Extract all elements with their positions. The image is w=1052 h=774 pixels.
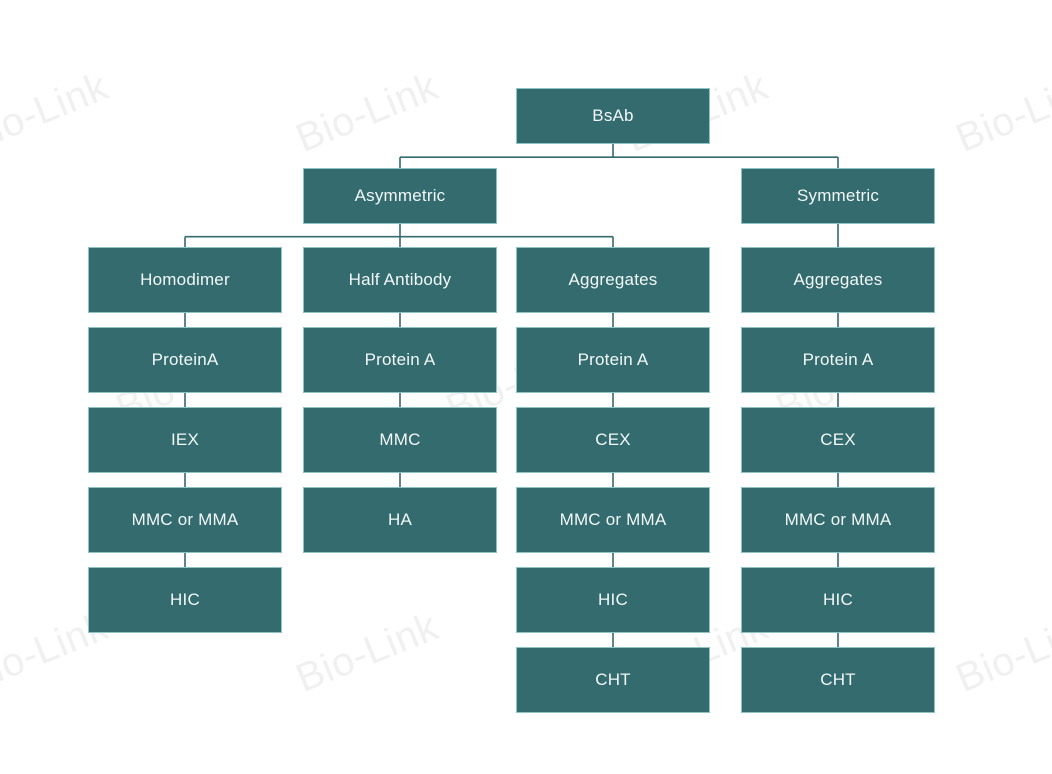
flow-node-label: Asymmetric bbox=[354, 185, 446, 205]
flow-node-label: Aggregates bbox=[568, 269, 658, 289]
flow-node-label: CHT bbox=[595, 669, 631, 689]
flow-node-r7c3[interactable]: HIC bbox=[516, 567, 710, 633]
flow-node-label: Protein A bbox=[802, 349, 874, 369]
flow-node-label: Half Antibody bbox=[348, 269, 452, 289]
flow-node-r6c3[interactable]: MMC or MMA bbox=[516, 487, 710, 553]
flow-node-r4c1[interactable]: ProteinA bbox=[88, 327, 282, 393]
flow-node-label: MMC or MMA bbox=[131, 509, 239, 529]
flow-node-r5c2[interactable]: MMC bbox=[303, 407, 497, 473]
flow-node-r7c4[interactable]: HIC bbox=[741, 567, 935, 633]
flow-node-label: HIC bbox=[598, 589, 628, 609]
flow-node-r8c4[interactable]: CHT bbox=[741, 647, 935, 713]
flow-node-root[interactable]: BsAb bbox=[516, 88, 710, 144]
flow-node-r6c4[interactable]: MMC or MMA bbox=[741, 487, 935, 553]
flow-node-label: Homodimer bbox=[140, 269, 230, 289]
flow-node-r5c1[interactable]: IEX bbox=[88, 407, 282, 473]
flow-node-label: BsAb bbox=[592, 105, 634, 125]
flow-node-label: HIC bbox=[823, 589, 853, 609]
flow-node-r3c1[interactable]: Homodimer bbox=[88, 247, 282, 313]
flow-node-r3c3[interactable]: Aggregates bbox=[516, 247, 710, 313]
flow-node-r3c4[interactable]: Aggregates bbox=[741, 247, 935, 313]
flow-node-label: MMC or MMA bbox=[559, 509, 667, 529]
flow-node-label: Symmetric bbox=[796, 185, 880, 205]
flow-node-r8c3[interactable]: CHT bbox=[516, 647, 710, 713]
flow-node-r5c3[interactable]: CEX bbox=[516, 407, 710, 473]
flow-node-l2c2[interactable]: Asymmetric bbox=[303, 168, 497, 224]
flow-node-label: HA bbox=[387, 509, 413, 529]
flow-node-l2c4[interactable]: Symmetric bbox=[741, 168, 935, 224]
flow-node-r5c4[interactable]: CEX bbox=[741, 407, 935, 473]
flow-node-r6c2[interactable]: HA bbox=[303, 487, 497, 553]
flow-node-r3c2[interactable]: Half Antibody bbox=[303, 247, 497, 313]
flow-node-label: MMC or MMA bbox=[784, 509, 892, 529]
flow-node-r4c2[interactable]: Protein A bbox=[303, 327, 497, 393]
flow-node-label: Protein A bbox=[364, 349, 436, 369]
flow-node-r7c1[interactable]: HIC bbox=[88, 567, 282, 633]
flow-node-label: IEX bbox=[170, 429, 199, 449]
flow-node-r4c3[interactable]: Protein A bbox=[516, 327, 710, 393]
flow-node-label: CEX bbox=[595, 429, 631, 449]
flow-node-label: HIC bbox=[170, 589, 200, 609]
flow-node-r4c4[interactable]: Protein A bbox=[741, 327, 935, 393]
flow-node-label: CHT bbox=[820, 669, 856, 689]
flow-node-label: CEX bbox=[820, 429, 856, 449]
flow-node-label: ProteinA bbox=[151, 349, 219, 369]
flow-node-label: Aggregates bbox=[793, 269, 883, 289]
flow-node-label: MMC bbox=[379, 429, 421, 449]
flow-node-label: Protein A bbox=[577, 349, 649, 369]
flow-node-r6c1[interactable]: MMC or MMA bbox=[88, 487, 282, 553]
